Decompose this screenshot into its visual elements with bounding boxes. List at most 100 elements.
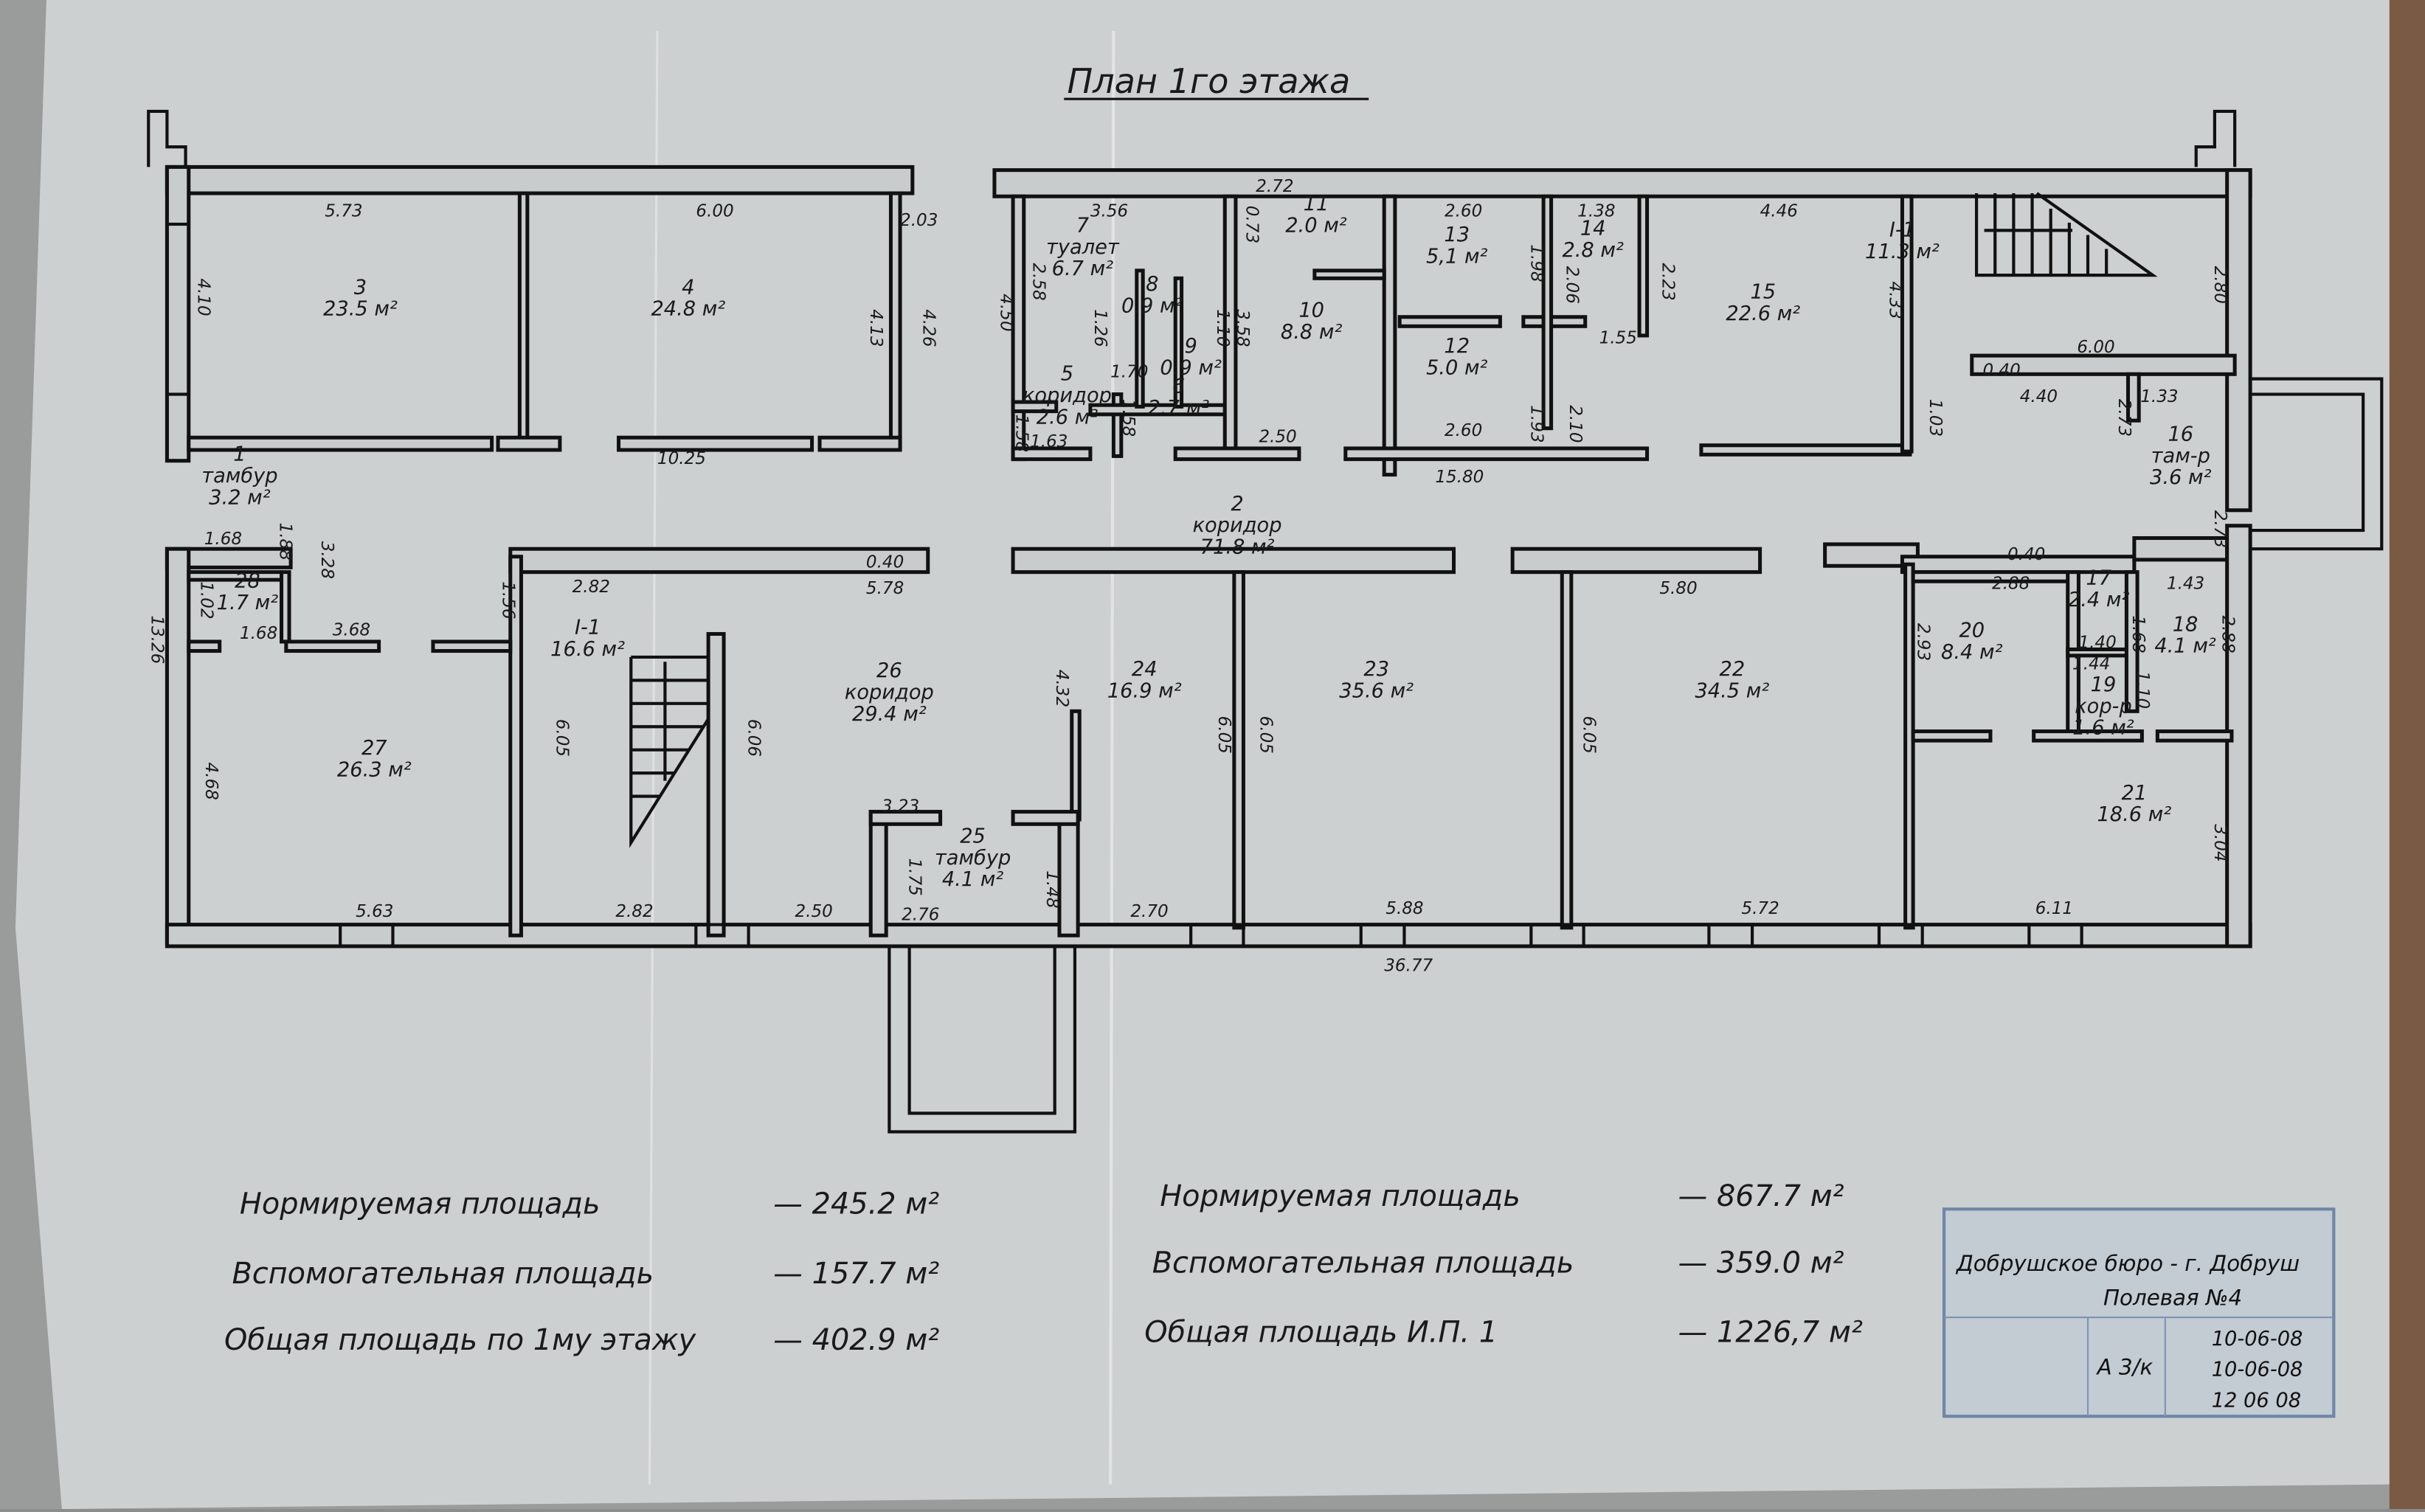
windows [165,222,2083,949]
dimension-label: 1.68 [204,530,242,549]
dimension-label: 2.76 [902,905,939,924]
room-area: 4.1 м² [942,868,1004,891]
room-area: 34.5 м² [1695,679,1769,702]
dimension-label: 4.26 [919,309,938,347]
room-num: I-1 [1889,219,1915,242]
dimension-label: 10.25 [657,449,706,468]
room-name: тамбур [935,847,1011,870]
summary-value: — 245.2 м² [773,1187,939,1221]
room-num: 25 [960,825,986,847]
dimension-label: 4.46 [1760,201,1798,221]
room-name: коридор [1193,514,1282,537]
room-area: 5.0 м² [1426,356,1488,379]
dimension-label: 5.78 [866,579,904,598]
room-num: 18 [2173,613,2199,636]
dimension-label: 1.93 [1526,405,1546,443]
dimension-label: 2.93 [1913,623,1932,661]
room-num: 16 [2168,423,2193,445]
room-area: 2.7 м² [1148,397,1210,420]
room-num: 9 [1184,335,1197,358]
room-9: 90.9 м² [1160,335,1222,379]
summary-value: — 402.9 м² [773,1323,939,1357]
dimension-label: 6.00 [696,201,733,221]
dimension-label: 2.60 [1445,421,1482,440]
dimension-label: 1.58 [1011,415,1031,452]
room-18: 184.1 м² [2154,613,2216,657]
room-area: 2.0 м² [1285,214,1347,237]
room-area: 22.6 м² [1726,302,1800,325]
dimension-label: 6.05 [1256,716,1275,754]
dimension-label: 3.68 [333,621,370,640]
room-area: 2.8 м² [1562,239,1624,262]
dimension-label: 0.40 [1982,361,2020,380]
room-area: 29.4 м² [852,703,927,726]
room-area: 5,1 м² [1426,245,1488,268]
dimension-label: 2.88 [2218,615,2237,653]
dimension-label: 1.26 [1090,309,1110,347]
room-I-1: I-116.6 м² [550,616,625,660]
room-area: 4.1 м² [2154,635,2216,658]
dimension-label: 1.10 [1213,309,1232,347]
dimension-label: 15.80 [1435,468,1484,487]
summary-label: Общая площадь И.П. 1 [1144,1316,1498,1350]
dimension-label: 2.50 [1259,428,1296,447]
room-name: коридор [845,682,934,704]
room-name: коридор [1023,384,1112,407]
dimension-label: 5.88 [1386,899,1423,918]
title-block-stamp: Добрушское бюро - г. Добруш Полевая №4 А… [1942,1207,2336,1418]
dimension-label: 0.40 [866,552,904,572]
room-name: тамбур [201,465,277,488]
room-num: 6 [1172,375,1185,398]
room-6: 62.7 м² [1148,375,1210,419]
room-num: 22 [1720,658,1746,681]
stamp-bureau: Добрушское бюро - г. Добруш [1955,1251,2300,1276]
area-summary-right: Нормируемая площадь — 867.7 м² Вспомогат… [1144,1179,1863,1349]
dimension-label: 6.11 [2035,899,2073,918]
dimension-label: 6.05 [1580,716,1599,754]
room-num: 8 [1146,273,1158,296]
room-area: 18.6 м² [2097,803,2171,826]
dimension-label: 1.10 [2133,671,2152,709]
room-area: 35.6 м² [1339,679,1414,702]
room-num: 10 [1298,299,1324,322]
dimension-label: 1.48 [1042,870,1062,908]
room-num: 24 [1132,658,1158,681]
dimension-label: 1.55 [1599,328,1637,347]
summary-label: Нормируемая площадь [1160,1179,1521,1213]
room-area: 26.3 м² [337,758,412,781]
stamp-date: 10-06-08 [2212,1328,2303,1350]
dimension-label: 2.50 [795,902,832,921]
dimension-label: 2.80 [2210,266,2229,304]
dimension-label: 6.05 [1214,716,1234,754]
plan-title: План 1го этажа [1067,61,1350,101]
dimension-label: 1.44 [2072,655,2110,674]
room-28: 281.7 м² [217,570,279,614]
dimension-label: 1.03 [1926,399,1945,437]
dimension-label: 2.23 [1658,263,1678,300]
dimension-label: 6.06 [744,719,764,757]
dimension-label: 2.58 [1028,263,1048,300]
room-num: 26 [876,659,902,682]
dimension-label: 36.77 [1384,956,1433,975]
dimension-label: 1.68 [240,624,277,643]
room-8: 80.9 м² [1121,273,1183,317]
stamp-letter: А 3/к [2096,1355,2154,1380]
room-17: 172.4 м² [2068,566,2130,611]
room-I-1: I-111.3 м² [1865,219,1940,263]
summary-value: — 867.7 м² [1678,1179,1844,1213]
room-num: 28 [235,570,260,593]
summary-value: — 359.0 м² [1678,1246,1844,1280]
dimension-label: 2.10 [1566,405,1585,443]
dimension-label: 0.40 [2007,545,2045,564]
